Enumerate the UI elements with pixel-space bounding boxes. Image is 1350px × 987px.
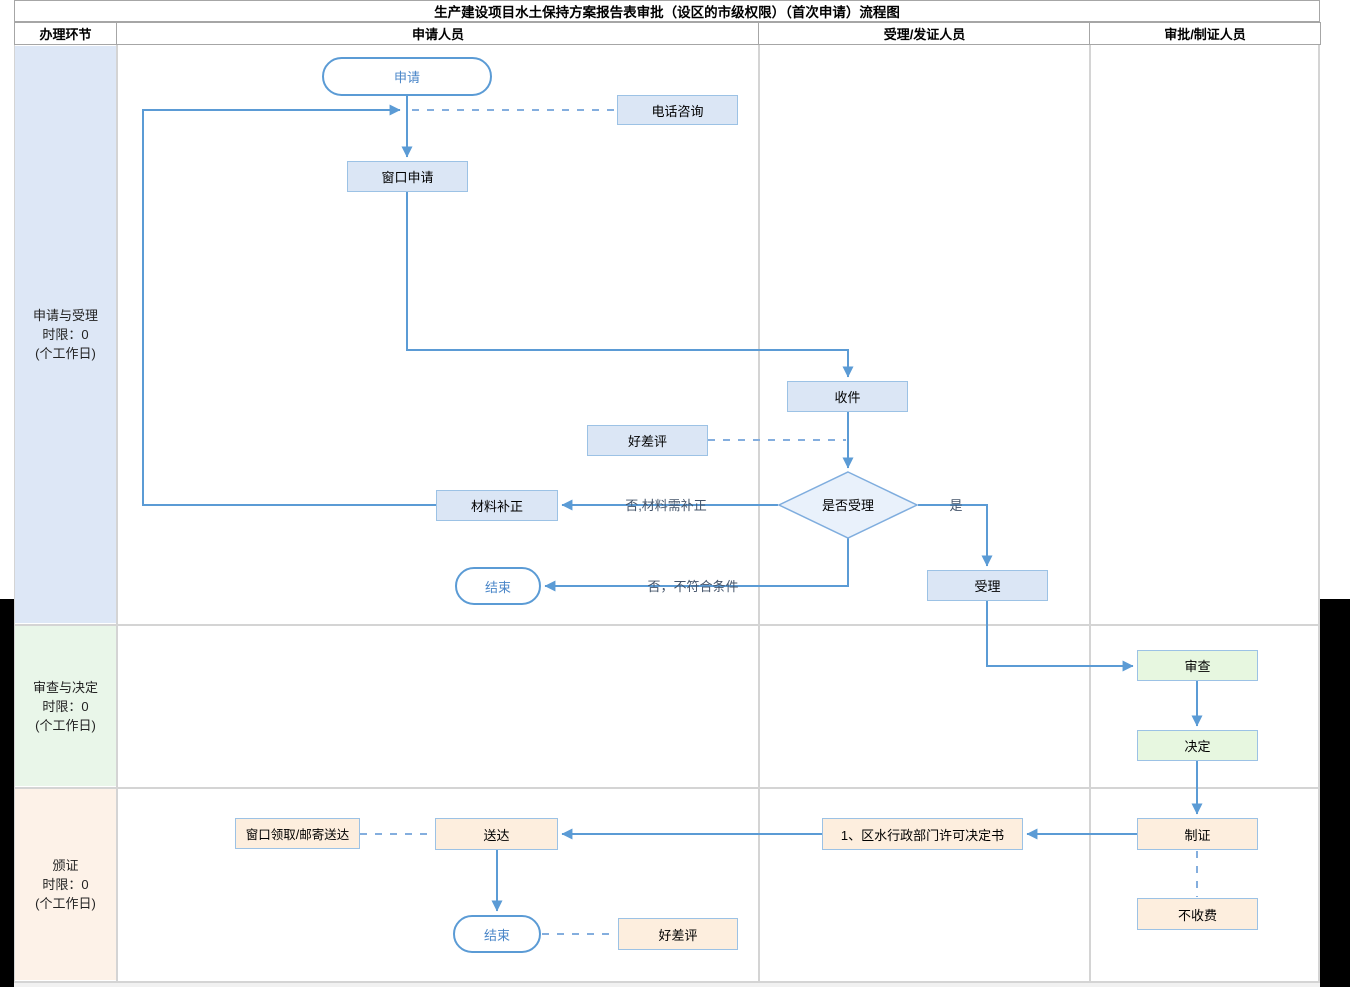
bottom-strip — [14, 983, 1320, 987]
node-receive: 收件 — [787, 381, 908, 412]
column-header-approver: 审批/制证人员 — [1089, 22, 1321, 45]
node-accept: 受理 — [927, 570, 1048, 601]
node-deliver: 送达 — [435, 818, 558, 850]
diagram-title: 生产建设项目水土保持方案报告表审批（设区的市级权限）（首次申请）流程图 — [14, 0, 1320, 22]
node-no-fee: 不收费 — [1137, 898, 1258, 930]
lane-name: 审查与决定 — [32, 679, 98, 695]
grid-col-line-1 — [116, 45, 118, 981]
grid-col-line-3 — [1089, 45, 1091, 981]
lane-limit: 时限：0 — [42, 327, 89, 342]
node-decision-doc: 1、区水行政部门许可决定书 — [822, 818, 1023, 850]
node-end-2: 结束 — [453, 915, 541, 953]
edge-accept-to-review — [986, 601, 1134, 672]
grid-row-line-1 — [14, 624, 1320, 626]
lane-unit: (个工作日) — [35, 896, 96, 911]
lane-label-apply-accept: 申请与受理 时限：0 (个工作日) — [15, 46, 116, 623]
node-phone-consult: 电话咨询 — [617, 95, 738, 125]
node-material-fix: 材料补正 — [436, 490, 558, 521]
node-rating-1: 好差评 — [587, 425, 708, 456]
lane-name: 申请与受理 — [32, 308, 98, 323]
column-header-steps: 办理环节 — [14, 22, 117, 45]
edge-decision-to-end — [544, 538, 849, 592]
lane-name: 颁证 — [52, 858, 79, 873]
node-decide: 决定 — [1137, 730, 1258, 761]
lane-label-review-decide: 审查与决定 时限：0 (个工作日) — [15, 626, 116, 786]
node-rating-2: 好差评 — [618, 918, 738, 950]
lane-limit: 时限：0 — [42, 698, 89, 714]
grid-left-border — [14, 45, 15, 981]
edge-label-yes: 是 — [949, 498, 962, 513]
lane-limit: 时限：0 — [42, 877, 89, 892]
grid-row-line-2 — [14, 787, 1320, 789]
grid-bottom-border — [14, 981, 1320, 983]
column-header-acceptor: 受理/发证人员 — [758, 22, 1091, 45]
node-end-1: 结束 — [455, 567, 541, 605]
edge-window-to-receive — [406, 192, 854, 378]
node-make-cert: 制证 — [1137, 818, 1258, 850]
edge-decision-to-accept — [918, 504, 993, 567]
node-apply-start: 申请 — [322, 57, 492, 96]
edge-label-no-fix: 否,材料需补正 — [625, 498, 707, 513]
grid-col-line-2 — [758, 45, 760, 981]
node-is-accept-diamond — [777, 471, 919, 539]
lane-unit: (个工作日) — [35, 717, 96, 733]
left-black-margin — [0, 599, 14, 987]
node-pickup: 窗口领取/邮寄送达 — [235, 818, 360, 849]
lane-label-certify: 颁证 时限：0 (个工作日) — [15, 789, 116, 980]
grid-right-border — [1318, 45, 1320, 981]
lane-unit: (个工作日) — [35, 346, 96, 361]
right-black-margin — [1320, 599, 1350, 987]
column-header-applicant: 申请人员 — [116, 22, 760, 45]
edge-label-no-reject: 否，不符合条件 — [647, 579, 738, 594]
node-is-accept-label: 是否受理 — [822, 498, 874, 513]
node-review: 审查 — [1137, 650, 1258, 681]
node-window-apply: 窗口申请 — [347, 161, 468, 192]
